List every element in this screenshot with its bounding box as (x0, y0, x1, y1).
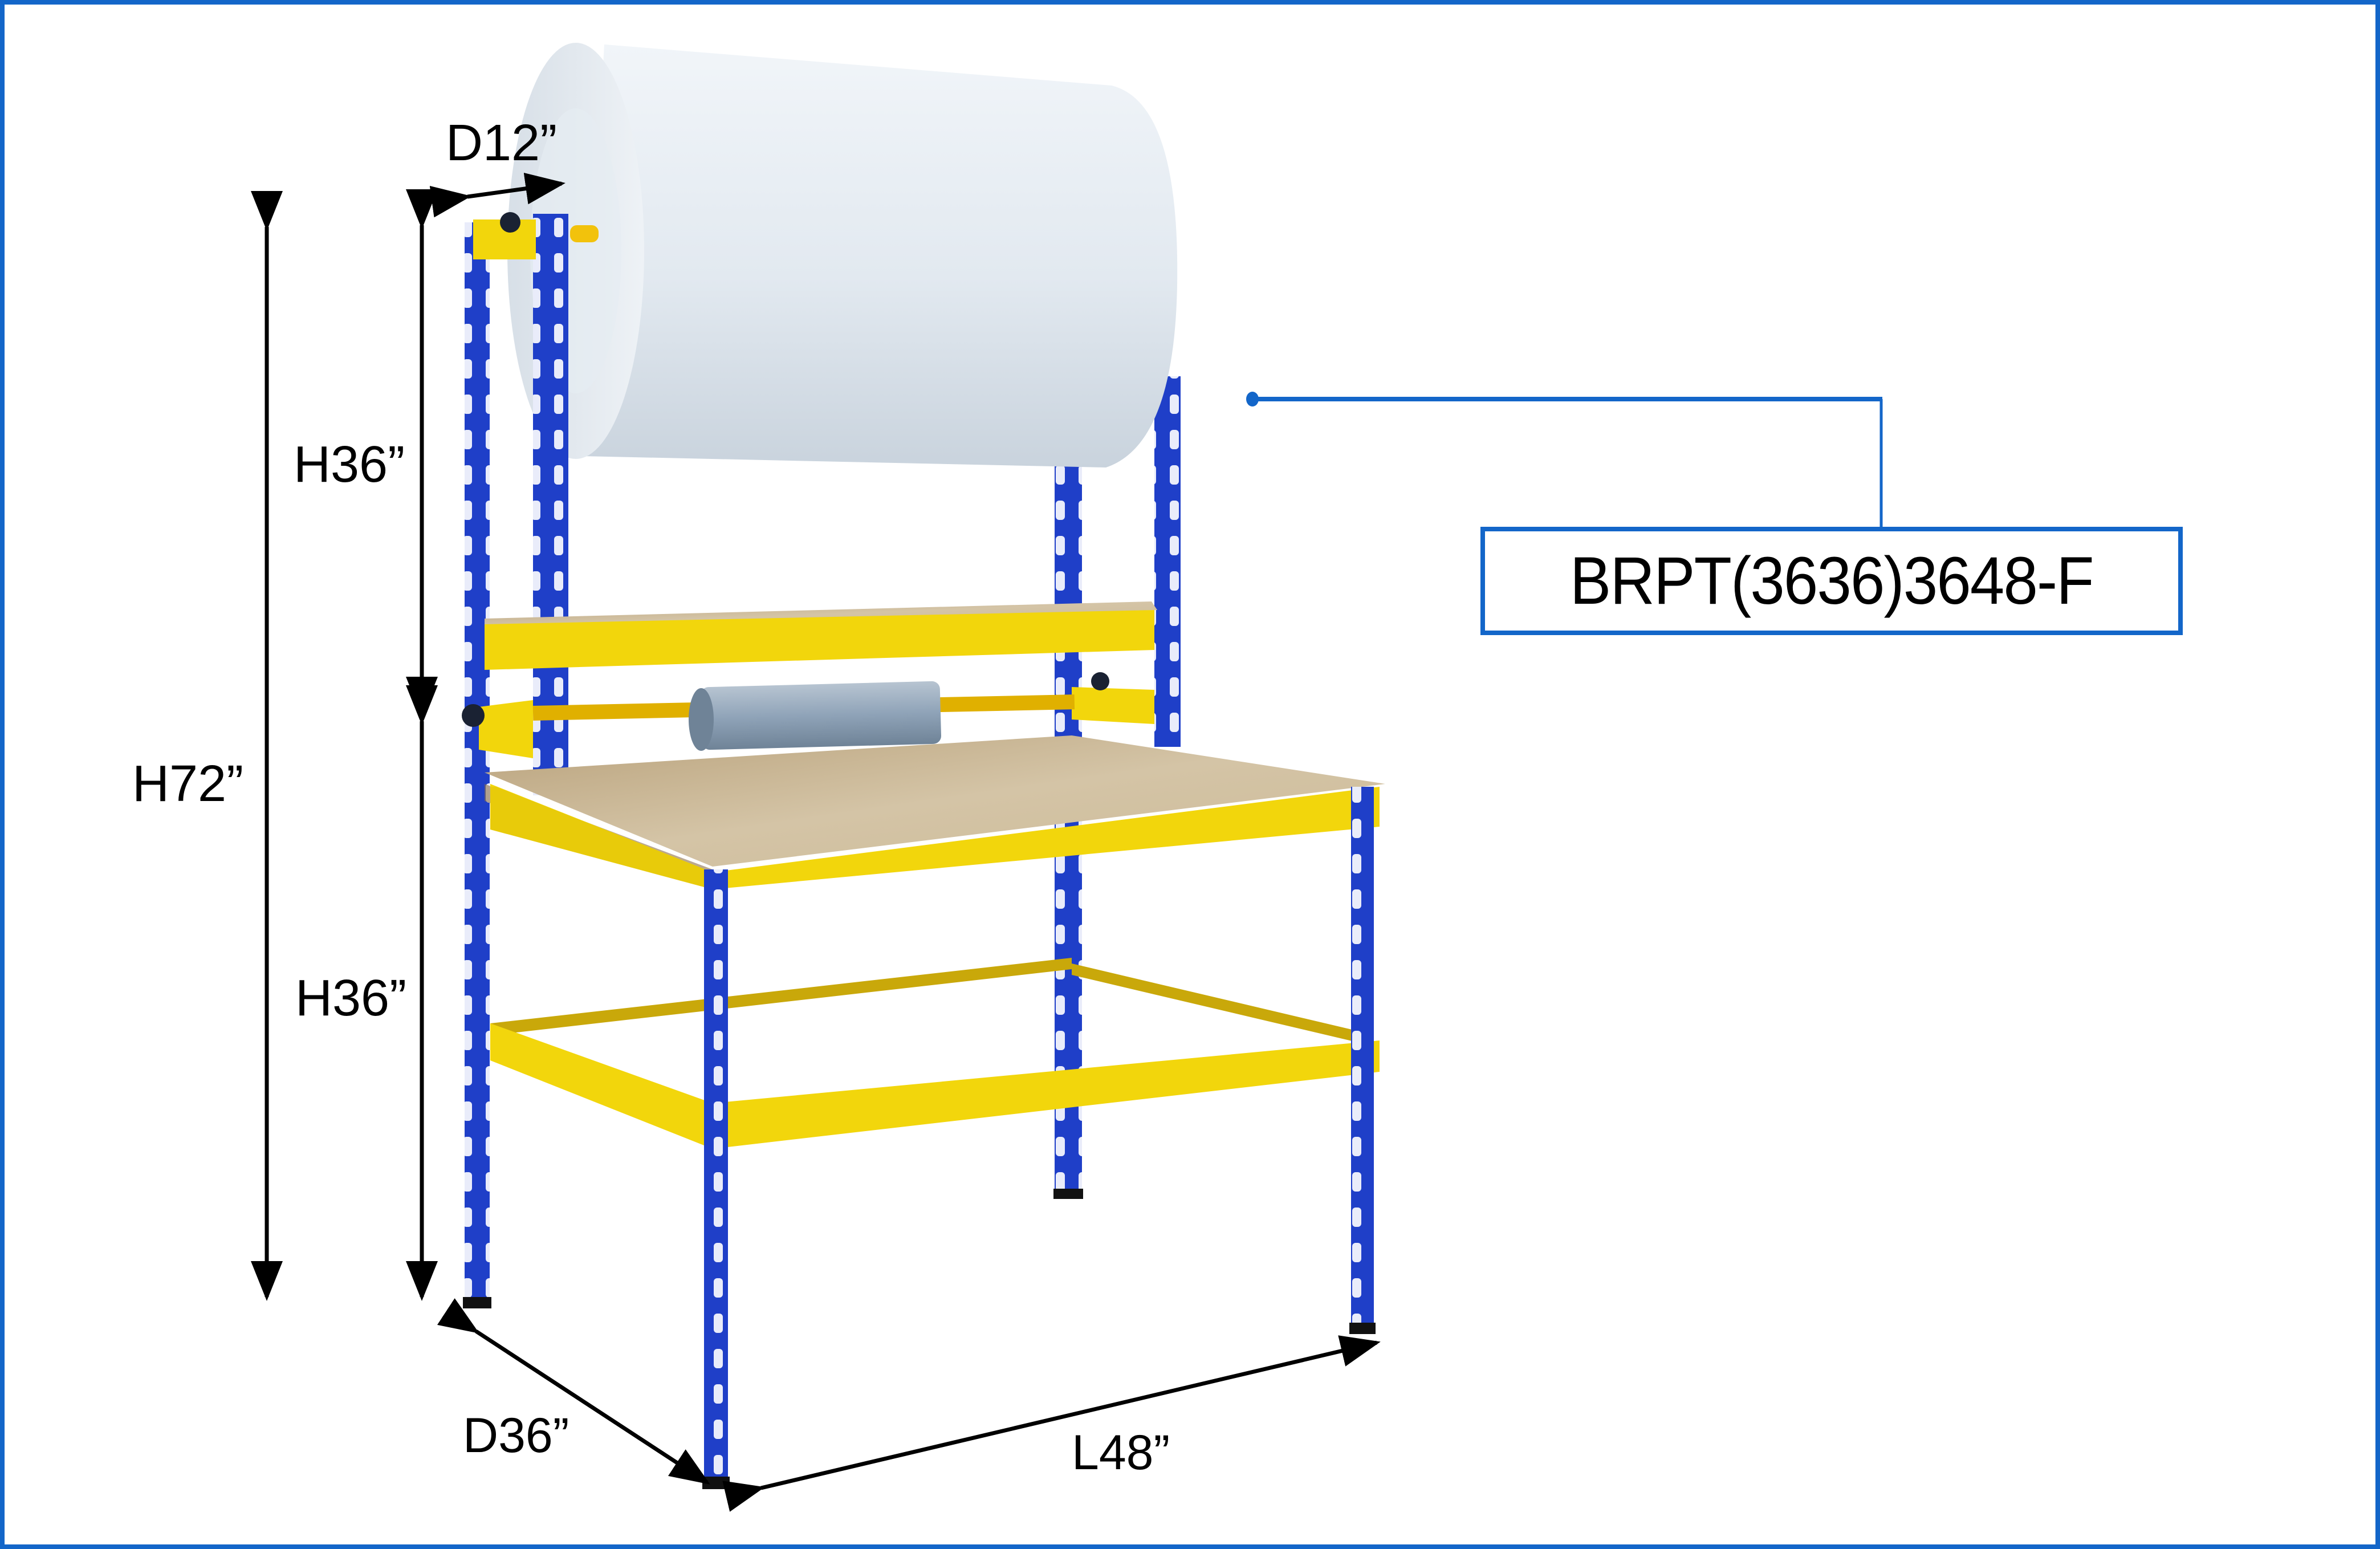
dimension-arrows (251, 172, 1381, 1512)
stretch-film-roll-icon (689, 681, 942, 751)
dimension-label-h36-lower: H36” (295, 970, 407, 1027)
bubble-wrap-roll-icon (507, 43, 1178, 467)
dimension-label-l48: L48” (1072, 1425, 1170, 1480)
model-leader-line (1246, 392, 1883, 529)
left-uprights (463, 214, 568, 1308)
l48-arrow (722, 1335, 1381, 1512)
upper-shelf (485, 601, 1157, 670)
dimension-label-h72: H72” (132, 755, 244, 812)
dimension-label-d12: D12” (446, 115, 558, 172)
top-roll-bracket (473, 212, 599, 259)
lower-frame (490, 958, 1380, 1149)
d36-arrow (437, 1298, 710, 1485)
d12-arrow (429, 172, 565, 218)
model-code: BRPT(3636)3648-F (1570, 543, 2094, 619)
dimension-label-d36: D36” (463, 1408, 569, 1463)
model-code-box: BRPT(3636)3648-F (1480, 527, 2183, 635)
workbench-top (485, 735, 1385, 889)
dimension-label-h36-upper: H36” (294, 436, 405, 493)
